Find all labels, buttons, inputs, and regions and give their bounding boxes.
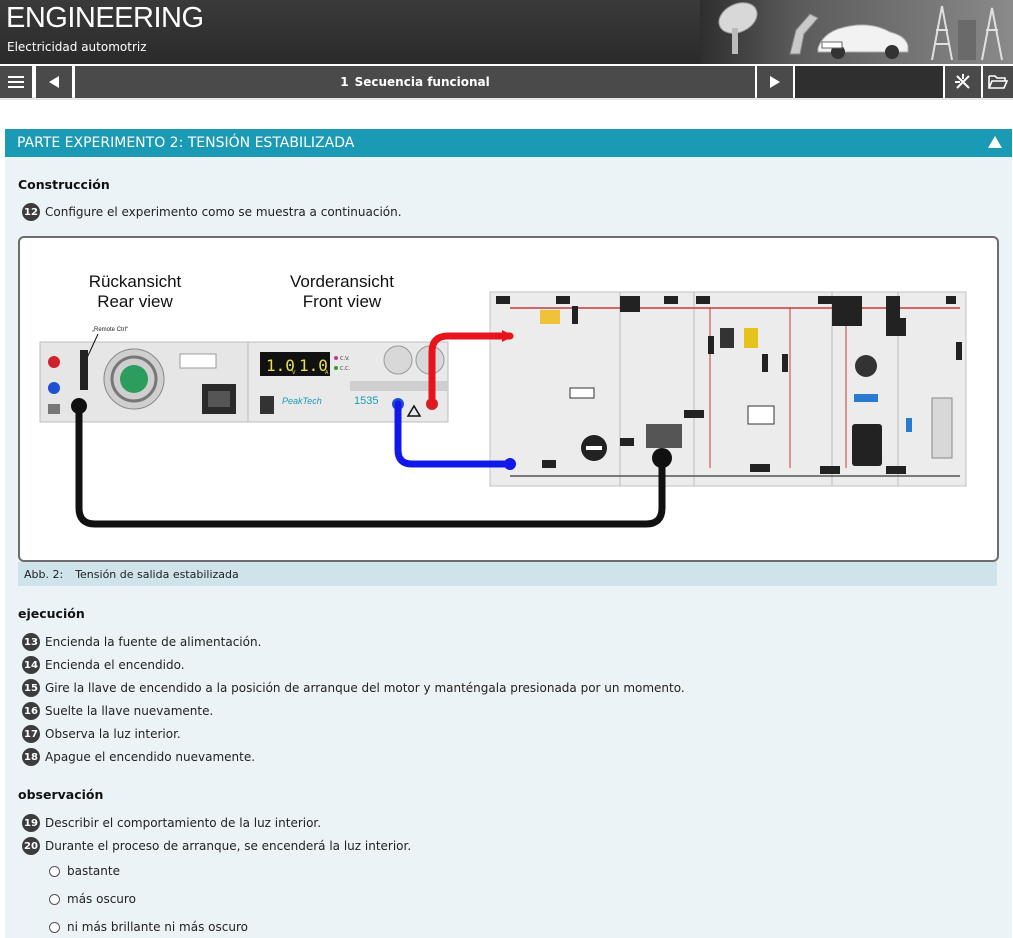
triangle-up-icon[interactable] bbox=[988, 136, 1002, 148]
nav-empty-area bbox=[795, 66, 943, 98]
rear-view-label-en: Rear view bbox=[97, 292, 173, 311]
navigation-bar: 1 Secuencia funcional bbox=[0, 64, 1013, 100]
power-supply-rear: „Remote Ctrl“ bbox=[39, 327, 249, 423]
crossed-tools-icon bbox=[955, 74, 970, 89]
red-wire bbox=[428, 332, 514, 408]
front-view-label-en: Front view bbox=[303, 292, 382, 311]
heading-construccion: Construcción bbox=[18, 177, 110, 192]
section-header[interactable]: PARTE EXPERIMENTO 2: TENSIÓN ESTABILIZAD… bbox=[5, 129, 1012, 157]
tools-button[interactable] bbox=[945, 66, 981, 98]
triangle-left-icon bbox=[49, 76, 59, 88]
step-19: 19 Describir el comportamiento de la luz… bbox=[22, 814, 321, 832]
step-title-bar: 1 Secuencia funcional bbox=[75, 66, 755, 98]
step-12: 12 Configure el experimento como se mues… bbox=[22, 203, 402, 221]
step-number-badge: 17 bbox=[22, 725, 40, 743]
model-label: 1535 bbox=[354, 395, 378, 407]
figure-caption: Abb. 2: Tensión de salida estabilizada bbox=[18, 562, 997, 586]
step-text: Encienda la fuente de alimentación. bbox=[45, 635, 262, 649]
step-text: Describir el comportamiento de la luz in… bbox=[45, 816, 322, 830]
header-banner-image bbox=[700, 0, 1013, 64]
open-folder-icon bbox=[988, 75, 1008, 89]
step-number-badge: 15 bbox=[22, 679, 40, 697]
step-13: 13 Encienda la fuente de alimentación. bbox=[22, 633, 261, 651]
heading-observacion: observación bbox=[18, 787, 104, 802]
step-text: Apague el encendido nuevamente. bbox=[45, 750, 256, 764]
next-button[interactable] bbox=[757, 66, 793, 98]
option-bastante[interactable]: bastante bbox=[49, 864, 120, 878]
step-14: 14 Encienda el encendido. bbox=[22, 656, 185, 674]
display-current: 1.0 bbox=[299, 356, 328, 375]
step-text: Suelte la llave nuevamente. bbox=[45, 704, 214, 718]
setup-diagram: Rückansicht Rear view Vorderansicht Fron… bbox=[39, 272, 967, 528]
brand-subtitle: Electricidad automotriz bbox=[7, 40, 147, 54]
radio-button[interactable] bbox=[49, 865, 60, 877]
step-15: 15 Gire la llave de encendido a la posic… bbox=[22, 679, 685, 697]
caption-number: Abb. 2: bbox=[24, 567, 64, 581]
option-label: bastante bbox=[67, 864, 120, 878]
power-supply-front: 1.0 V 1.0 A C.V. C.C. PeakTech 1535 bbox=[247, 341, 449, 423]
option-ni-mas-brillante[interactable]: ni más brillante ni más oscuro bbox=[49, 920, 248, 934]
step-text: Durante el proceso de arranque, se encen… bbox=[45, 839, 412, 853]
step-number-badge: 12 bbox=[22, 203, 40, 221]
display-voltage: 1.0 bbox=[266, 356, 295, 375]
step-text: Gire la llave de encendido a la posición… bbox=[45, 681, 685, 695]
triangle-right-icon bbox=[770, 76, 780, 88]
front-view-label-de: Vorderansicht bbox=[290, 272, 394, 291]
rear-view-label-de: Rückansicht bbox=[89, 272, 182, 291]
step-number-badge: 14 bbox=[22, 656, 40, 674]
step-17: 17 Observa la luz interior. bbox=[22, 725, 181, 743]
app-header: ENGINEERING Electricidad automotriz bbox=[0, 0, 1013, 64]
option-label: más oscuro bbox=[67, 892, 136, 906]
hamburger-icon bbox=[8, 76, 24, 88]
menu-button[interactable] bbox=[0, 66, 32, 98]
step-number-badge: 19 bbox=[22, 814, 40, 832]
step-18: 18 Apague el encendido nuevamente. bbox=[22, 748, 255, 766]
display-current-unit: A bbox=[325, 370, 329, 376]
cv-indicator-label: C.V. bbox=[340, 356, 350, 362]
previous-button[interactable] bbox=[36, 66, 72, 98]
black-wire bbox=[75, 402, 666, 528]
step-text: Observa la luz interior. bbox=[45, 727, 181, 741]
brand-title: ENGINEERING bbox=[6, 2, 204, 34]
section-title: PARTE EXPERIMENTO 2: TENSIÓN ESTABILIZAD… bbox=[17, 135, 355, 151]
heading-ejecucion: ejecución bbox=[18, 606, 85, 621]
step-number-badge: 18 bbox=[22, 748, 40, 766]
radio-button[interactable] bbox=[49, 921, 60, 933]
step-number: 1 bbox=[340, 75, 349, 89]
display-voltage-unit: V bbox=[292, 370, 296, 376]
experiment-figure: Rückansicht Rear view Vorderansicht Fron… bbox=[18, 236, 999, 562]
cc-indicator-label: C.C. bbox=[340, 366, 351, 372]
brand-label: PeakTech bbox=[282, 396, 322, 406]
step-number-badge: 13 bbox=[22, 633, 40, 651]
remote-ctrl-label: „Remote Ctrl“ bbox=[92, 327, 128, 333]
option-mas-oscuro[interactable]: más oscuro bbox=[49, 892, 136, 906]
radio-button[interactable] bbox=[49, 893, 60, 905]
step-title: Secuencia funcional bbox=[354, 75, 490, 89]
step-number-badge: 20 bbox=[22, 837, 40, 855]
step-text: Configure el experimento como se muestra… bbox=[45, 205, 402, 219]
step-number-badge: 16 bbox=[22, 702, 40, 720]
step-20: 20 Durante el proceso de arranque, se en… bbox=[22, 837, 411, 855]
blue-wire bbox=[394, 400, 510, 468]
step-text: Encienda el encendido. bbox=[45, 658, 185, 672]
caption-text: Tensión de salida estabilizada bbox=[75, 567, 239, 581]
option-label: ni más brillante ni más oscuro bbox=[67, 920, 248, 934]
training-panel bbox=[489, 291, 967, 487]
step-16: 16 Suelte la llave nuevamente. bbox=[22, 702, 213, 720]
folder-button[interactable] bbox=[983, 66, 1013, 98]
